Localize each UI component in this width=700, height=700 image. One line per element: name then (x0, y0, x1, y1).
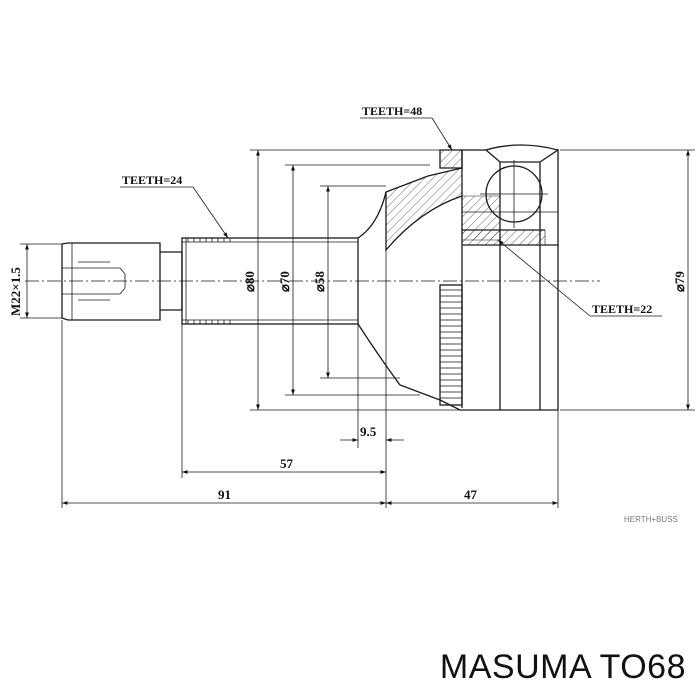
teeth-48-label: TEETH=48 (362, 104, 422, 118)
bell-housing (357, 144, 559, 411)
teeth-22-label: TEETH=22 (592, 302, 652, 316)
dia-80-label: ⌀80 (242, 271, 257, 292)
threaded-stub (61, 242, 161, 321)
dia-58-label: ⌀58 (312, 271, 327, 292)
length-dimensions (61, 250, 559, 508)
dia-70-label: ⌀70 (277, 271, 292, 292)
abs-ring (439, 284, 463, 406)
dim-47-label: 47 (464, 487, 478, 502)
dim-57-label: 57 (280, 456, 294, 471)
thread-label: M22×1.5 (8, 267, 23, 316)
teeth-24-label: TEETH=24 (122, 173, 182, 187)
dim-9-5-label: 9.5 (360, 424, 377, 439)
dia-79-label: ⌀79 (672, 271, 687, 292)
dim-91-label: 91 (218, 487, 231, 502)
product-caption: MASUMA TO68 (439, 648, 686, 686)
cv-joint-drawing: TEETH=48 TEETH=24 TEETH=22 M22×1.5 ⌀80 ⌀… (8, 104, 695, 524)
teeth-leaders (120, 117, 662, 317)
diameter-dimensions (20, 149, 695, 411)
watermark: HERTH+BUSS (624, 515, 678, 524)
